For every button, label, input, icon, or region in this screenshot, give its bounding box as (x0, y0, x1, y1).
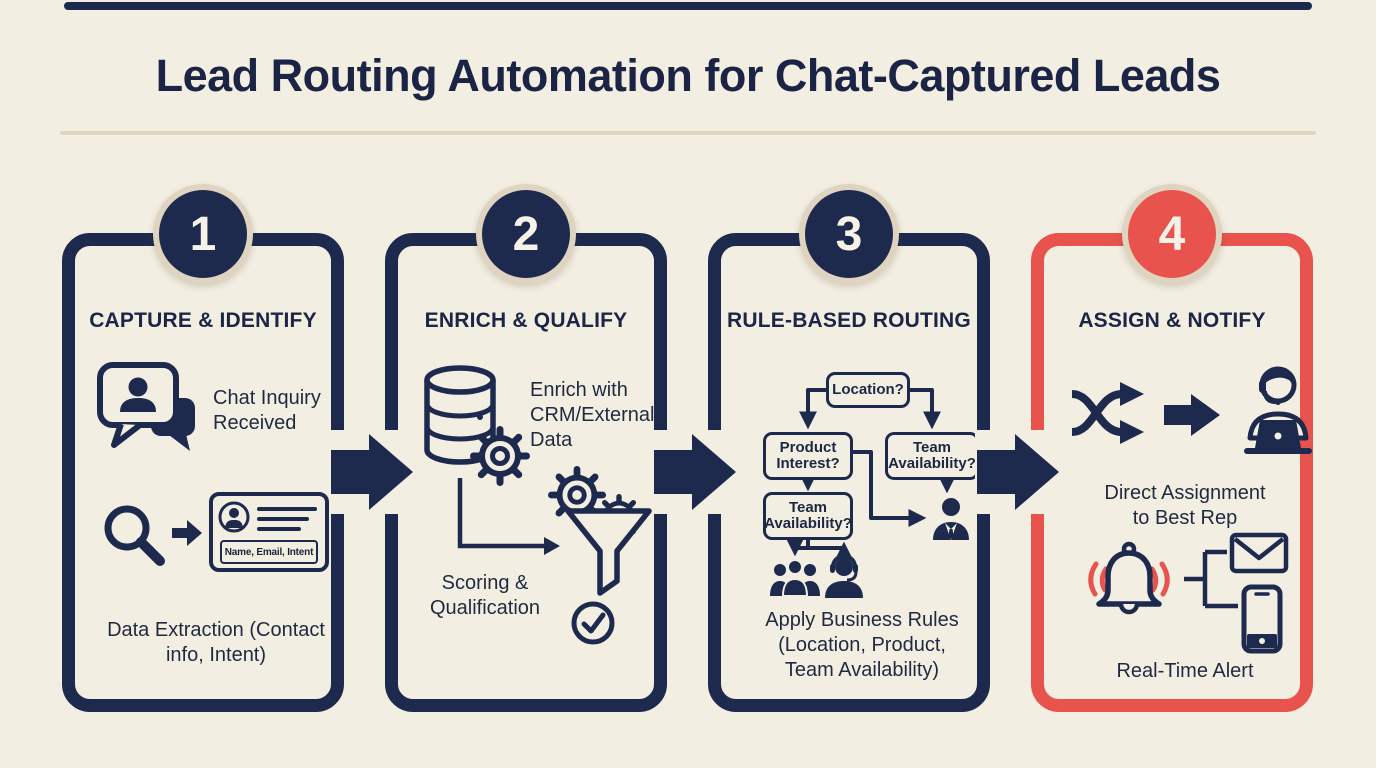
business-rules-caption: Apply Business Rules (Location, Product,… (765, 609, 959, 681)
step-arrow-1-2 (331, 434, 413, 510)
enrich-connector (457, 478, 560, 555)
flow-box-product-interest: Product Interest? (763, 432, 853, 480)
page-title: Lead Routing Automation for Chat-Capture… (155, 50, 1221, 101)
title-divider (60, 131, 1316, 135)
step-badge-2: 2 (476, 184, 576, 284)
data-extraction-caption: Data Extraction (Contact info, Intent) (107, 619, 325, 666)
id-card-fields-label: Name, Email, Intent (220, 540, 318, 564)
step-number: 1 (159, 190, 247, 278)
flow-box-location: Location? (826, 372, 910, 408)
notify-connector (1184, 549, 1238, 609)
real-time-alert-caption: Real-Time Alert (1116, 660, 1254, 682)
support-agent-icon (825, 554, 863, 598)
id-card-line (257, 517, 309, 521)
arrow-right-icon (1164, 394, 1220, 436)
step-card-rule-based-routing: RULE-BASED ROUTING Location? Product Int… (708, 233, 990, 712)
step-card-enrich-qualify: ENRICH & QUALIFY Enrich with CRM/Externa… (385, 233, 667, 712)
smartphone-icon (1241, 584, 1283, 654)
avatar-icon (218, 501, 250, 533)
magnifier-icon (104, 505, 165, 566)
direct-assignment-caption: Direct Assignment to Best Rep (1104, 482, 1266, 529)
arrow-shaft (654, 450, 694, 494)
arrow-shaft (331, 450, 371, 494)
step-title: RULE-BASED ROUTING (727, 309, 971, 332)
step-title: ENRICH & QUALIFY (424, 309, 628, 332)
arrow-head (369, 434, 413, 510)
arrow-head (692, 434, 736, 510)
flow-box-team-availability-right: Team Availability? (885, 432, 979, 480)
decision-tree-connectors (786, 388, 956, 560)
step-number: 4 (1128, 190, 1216, 278)
enrich-label: Enrich with CRM/External Data (530, 379, 655, 451)
id-card-icon: Name, Email, Intent (209, 492, 329, 572)
chat-inquiry-label: Chat Inquiry Received (213, 387, 321, 434)
step-arrow-3-4 (977, 434, 1059, 510)
bell-alert-icon (1088, 541, 1170, 615)
step-number: 3 (805, 190, 893, 278)
flow-box-team-availability-left: Team Availability? (763, 492, 853, 540)
step-title: CAPTURE & IDENTIFY (89, 309, 317, 332)
agent-laptop-icon (1244, 366, 1312, 454)
id-card-line (257, 527, 301, 531)
scoring-caption: Scoring & Qualification (429, 572, 541, 619)
team-group-icon (770, 559, 820, 596)
step-title: ASSIGN & NOTIFY (1078, 309, 1266, 332)
sales-rep-icon (933, 498, 969, 540)
chat-bubbles-icon (97, 362, 195, 451)
step-card-capture-identify: CAPTURE & IDENTIFY Chat Inquiry Received (62, 233, 344, 712)
id-card-line (257, 507, 317, 511)
small-arrow-right-icon (172, 520, 202, 546)
step-badge-4: 4 (1122, 184, 1222, 284)
step-arrow-2-3 (654, 434, 736, 510)
shuffle-icon (1071, 382, 1144, 444)
step-number: 2 (482, 190, 570, 278)
step-badge-3: 3 (799, 184, 899, 284)
step-badge-1: 1 (153, 184, 253, 284)
database-icon (424, 365, 496, 465)
top-accent-bar (64, 2, 1312, 10)
check-circle-icon (571, 601, 615, 645)
funnel-icon (565, 508, 652, 596)
arrow-shaft (977, 450, 1017, 494)
email-envelope-icon (1229, 532, 1289, 574)
arrow-head (1015, 434, 1059, 510)
step-card-assign-notify: ASSIGN & NOTIFY Direct Assignment to Bes… (1031, 233, 1313, 712)
